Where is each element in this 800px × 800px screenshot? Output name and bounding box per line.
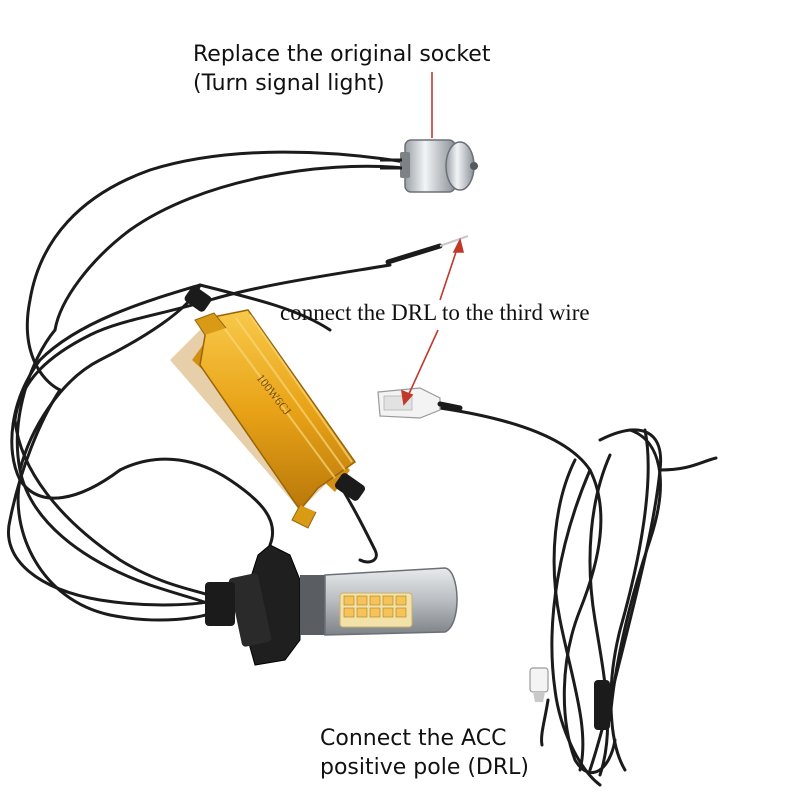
spade-connector xyxy=(377,387,463,419)
led-bulb xyxy=(205,544,458,666)
turn-signal-socket xyxy=(380,139,478,193)
annotation-arrows xyxy=(400,72,465,406)
acc-label: Connect the ACC positive pole (DRL) xyxy=(320,724,529,782)
arrow-to-spade-connector xyxy=(407,329,439,397)
acc-label-line2: positive pole (DRL) xyxy=(320,755,529,780)
acc-connector xyxy=(529,667,610,730)
third-wire-connector xyxy=(385,235,469,265)
socket-label: Replace the original socket (Turn signal… xyxy=(193,40,490,98)
wire-harness xyxy=(7,150,407,622)
socket-label-line2: (Turn signal light) xyxy=(193,71,385,96)
led-chip-array xyxy=(339,592,413,628)
load-resistor: 100W6CJ xyxy=(170,286,366,529)
arrow-to-third-wire xyxy=(439,245,459,301)
acc-label-line1: Connect the ACC xyxy=(320,726,507,751)
socket-label-line1: Replace the original socket xyxy=(193,42,491,67)
drl-label: connect the DRL to the third wire xyxy=(280,300,590,325)
